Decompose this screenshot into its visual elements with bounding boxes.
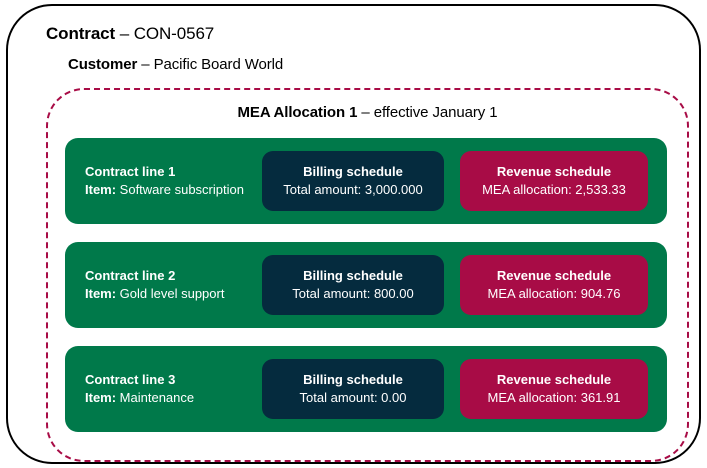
billing-schedule-heading: Billing schedule	[303, 372, 403, 387]
mea-allocation-container: MEA Allocation 1 – effective January 1 C…	[46, 88, 689, 462]
item-value-label: Maintenance	[116, 390, 195, 405]
contract-container: Contract – CON-0567 Customer – Pacific B…	[6, 4, 701, 464]
billing-schedule-heading: Billing schedule	[303, 268, 403, 283]
contract-label: Contract	[46, 24, 116, 43]
item-key-label: Item:	[85, 182, 117, 197]
revenue-schedule-heading: Revenue schedule	[496, 268, 612, 283]
contract-line-label: Contract line 3 Item: Maintenance	[85, 371, 194, 407]
revenue-schedule-value: MEA allocation: 2,533.33	[482, 182, 626, 197]
mea-allocation-label: MEA Allocation 1	[237, 104, 358, 121]
contract-title: Contract – CON-0567	[46, 24, 214, 44]
contract-line-item: Item: Gold level support	[85, 285, 224, 303]
revenue-schedule-value: MEA allocation: 361.91	[487, 390, 621, 405]
billing-schedule-card: Billing schedule Total amount: 3,000.000	[262, 151, 444, 211]
billing-schedule-value: Total amount: 800.00	[292, 286, 414, 301]
customer-title: Customer – Pacific Board World	[68, 56, 283, 73]
billing-schedule-value: Total amount: 0.00	[299, 390, 407, 405]
mea-allocation-separator: –	[357, 104, 374, 121]
revenue-schedule-heading: Revenue schedule	[496, 372, 612, 387]
contract-line-label: Contract line 2 Item: Gold level support	[85, 267, 224, 303]
revenue-schedule-card: Revenue schedule MEA allocation: 2,533.3…	[460, 151, 648, 211]
contract-separator: –	[115, 24, 134, 43]
revenue-schedule-value: MEA allocation: 904.76	[487, 286, 621, 301]
billing-schedule-card: Billing schedule Total amount: 800.00	[262, 255, 444, 315]
contract-line-row: Contract line 1 Item: Software subscript…	[65, 138, 667, 224]
mea-allocation-value: effective January 1	[373, 104, 498, 121]
revenue-schedule-card: Revenue schedule MEA allocation: 361.91	[460, 359, 648, 419]
item-key-label: Item:	[85, 286, 117, 301]
contract-value: CON-0567	[133, 24, 215, 43]
customer-label: Customer	[68, 56, 138, 73]
contract-line-item: Item: Software subscription	[85, 181, 244, 199]
contract-line-label: Contract line 1 Item: Software subscript…	[85, 163, 244, 199]
item-value-label: Software subscription	[116, 182, 244, 197]
contract-line-row: Contract line 3 Item: Maintenance Billin…	[65, 346, 667, 432]
billing-schedule-heading: Billing schedule	[303, 164, 403, 179]
mea-allocation-title: MEA Allocation 1 – effective January 1	[48, 104, 687, 121]
contract-line-name: Contract line 1	[85, 164, 176, 179]
revenue-schedule-card: Revenue schedule MEA allocation: 904.76	[460, 255, 648, 315]
item-key-label: Item:	[85, 390, 117, 405]
contract-line-name: Contract line 3	[85, 372, 176, 387]
contract-line-item: Item: Maintenance	[85, 389, 194, 407]
item-value-label: Gold level support	[116, 286, 225, 301]
billing-schedule-value: Total amount: 3,000.000	[283, 182, 423, 197]
revenue-schedule-heading: Revenue schedule	[496, 164, 612, 179]
customer-value: Pacific Board World	[153, 56, 284, 73]
contract-line-name: Contract line 2	[85, 268, 176, 283]
customer-separator: –	[137, 56, 154, 73]
contract-line-row: Contract line 2 Item: Gold level support…	[65, 242, 667, 328]
billing-schedule-card: Billing schedule Total amount: 0.00	[262, 359, 444, 419]
